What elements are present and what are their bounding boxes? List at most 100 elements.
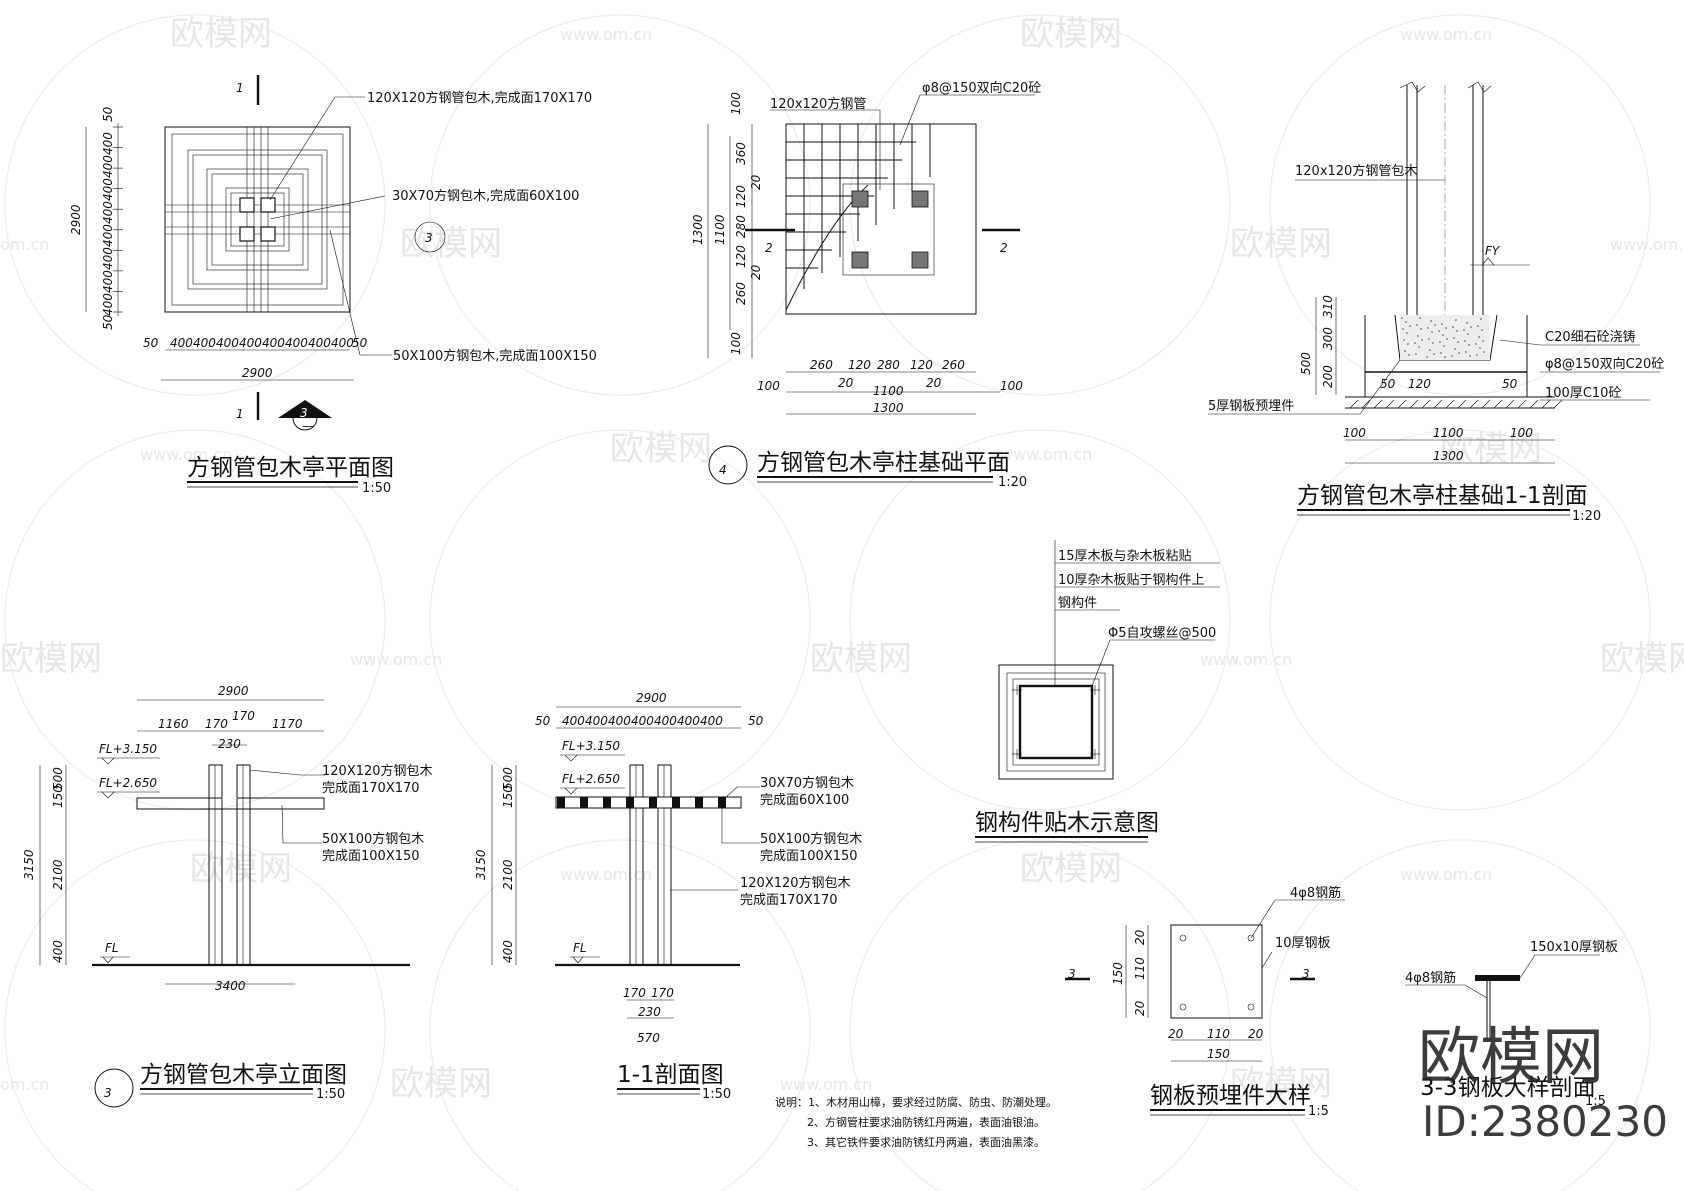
- level-ground: FL: [105, 941, 119, 955]
- label-layer-2: 10厚杂木板贴于钢构件上: [1058, 573, 1205, 588]
- svg-text:3150: 3150: [474, 849, 488, 880]
- svg-text:20: 20: [1133, 929, 1147, 945]
- svg-text:120: 120: [734, 245, 748, 268]
- label-rebar: 4φ8钢筋: [1405, 970, 1456, 986]
- svg-text:100: 100: [1510, 426, 1533, 440]
- s11-hdim-400s: 400 400 400 400 400 400 400: [562, 714, 723, 728]
- svg-text:400: 400: [501, 940, 515, 963]
- label-plate: 150x10厚钢板: [1530, 940, 1618, 955]
- label-c10: 100厚C10砼: [1545, 386, 1621, 401]
- watermark-brand: 欧模网: [1020, 14, 1122, 54]
- plate-sec-title: 3-3钢板大样剖面: [1420, 1075, 1596, 1101]
- svg-text:110: 110: [1207, 1027, 1230, 1041]
- ground-hatch: [1349, 399, 1563, 409]
- plate-section-view: 150x10厚钢板 4φ8钢筋 3-3钢板大样剖面 1:5: [1405, 940, 1618, 1109]
- watermark-brand: 欧模网: [1440, 429, 1542, 469]
- detail-marker: 3: [104, 1086, 112, 1100]
- section-mark: 1: [236, 81, 244, 95]
- svg-text:230: 230: [638, 1005, 661, 1019]
- svg-text:50: 50: [1380, 377, 1396, 391]
- svg-text:400: 400: [631, 714, 654, 728]
- watermark-site: www.om.cn: [1610, 235, 1684, 254]
- label-layer-1: 15厚木板与杂木板粘贴: [1058, 549, 1192, 564]
- svg-text:20: 20: [1248, 1027, 1264, 1041]
- section-1-1-view: FL+3.150 FL+2.650 FL 2900 50 50 400 400 …: [474, 691, 862, 1102]
- watermark-brand: 欧模网: [810, 639, 912, 679]
- plate-title: 钢板预埋件大样: [1150, 1083, 1311, 1109]
- watermark-layer: 欧模网 欧模网 www.om.cn www.om.cn 欧模网 欧模网 om.c…: [0, 14, 1684, 1191]
- dim-inner: 1100: [713, 214, 727, 245]
- svg-text:FL: FL: [573, 941, 587, 955]
- section-mark: 3: [1302, 967, 1310, 981]
- svg-text:400: 400: [101, 293, 115, 316]
- svg-text:400: 400: [101, 178, 115, 201]
- watermark-brand: 欧模网: [190, 849, 292, 889]
- svg-text:100: 100: [729, 332, 743, 355]
- svg-text:100: 100: [1343, 426, 1366, 440]
- label-post: 120X120方钢管包木,完成面170X170: [367, 90, 592, 106]
- found-plan-title: 方钢管包木亭柱基础平面: [757, 450, 1010, 476]
- svg-text:400: 400: [262, 336, 285, 350]
- section-title: 1-1剖面图: [617, 1062, 724, 1088]
- svg-text:400: 400: [101, 155, 115, 178]
- svg-text:1300: 1300: [873, 401, 904, 415]
- svg-text:400: 400: [677, 714, 700, 728]
- plan-view: 1 1 3 — 3 120X120方钢管包木,完成面170X170 30X70方…: [69, 75, 597, 496]
- svg-text:20: 20: [838, 376, 854, 390]
- plate-sec-scale: 1:5: [1585, 1094, 1606, 1109]
- foundation-plan-view: 2 2 120x120方钢管 φ8@150双向C20砼 100 360 20 1…: [691, 80, 1041, 490]
- cladding-view: 15厚木板与杂木板粘贴 10厚杂木板贴于钢构件上 钢构件 Φ5自攻螺丝@500 …: [975, 540, 1220, 843]
- svg-text:400: 400: [51, 940, 65, 963]
- label-rebar: φ8@150双向C20砼: [1545, 356, 1664, 372]
- watermark-brand: 欧模网: [1020, 849, 1122, 889]
- note-3: 3、其它铁件要求油防锈红丹两遍，表面油黑漆。: [807, 1135, 1045, 1149]
- elevation-scale: 1:50: [316, 1087, 345, 1102]
- label-layer-3: 钢构件: [1058, 596, 1097, 611]
- svg-text:400: 400: [101, 201, 115, 224]
- svg-text:500: 500: [1299, 352, 1313, 375]
- svg-text:2900: 2900: [218, 684, 249, 698]
- svg-text:280: 280: [877, 358, 900, 372]
- plan-title: 方钢管包木亭平面图: [187, 455, 394, 481]
- svg-text:120X120方钢包木: 120X120方钢包木: [740, 875, 851, 891]
- svg-text:400: 400: [193, 336, 216, 350]
- purlin-block: [603, 797, 611, 808]
- svg-text:170: 170: [651, 986, 674, 1000]
- screw-marks: [1012, 685, 1100, 759]
- rebar-grid: [785, 123, 931, 305]
- svg-text:170: 170: [205, 717, 228, 731]
- svg-text:400: 400: [585, 714, 608, 728]
- plan-vdim-400s: 400 400 400 400 400 400 400 400: [101, 132, 115, 316]
- elevation-mark: 3: [300, 406, 308, 420]
- label-plate: 10厚钢板: [1275, 936, 1331, 951]
- concrete-fill: [1401, 317, 1485, 358]
- purlin-block: [580, 797, 588, 808]
- label-beam-big: 50X100方钢包木,完成面100X150: [393, 348, 597, 364]
- label-post: 120X120方钢包木: [322, 763, 433, 779]
- section-mark: 2: [1000, 241, 1008, 255]
- watermark-brand: 欧模网: [390, 1064, 492, 1104]
- svg-text:120: 120: [848, 358, 871, 372]
- svg-text:完成面100X150: 完成面100X150: [322, 849, 420, 864]
- svg-text:170: 170: [623, 986, 646, 1000]
- svg-text:400: 400: [101, 270, 115, 293]
- watermark-site: www.om.cn: [560, 865, 652, 884]
- elevation-view: FL+3.150 FL+2.650 FL 2900 1160 170 170 1…: [22, 684, 433, 1108]
- svg-text:170: 170: [232, 709, 255, 723]
- note-2: 2、方钢管柱要求油防锈红丹两遍，表面油银油。: [807, 1115, 1045, 1129]
- fy-mark: FY: [1485, 244, 1501, 258]
- svg-text:2100: 2100: [51, 859, 65, 890]
- dim-edge: 50: [101, 314, 115, 330]
- svg-text:120: 120: [910, 358, 933, 372]
- svg-text:FL+2.650: FL+2.650: [562, 772, 620, 786]
- plan-scale: 1:50: [362, 481, 391, 496]
- elevation-title: 方钢管包木亭立面图: [140, 1062, 347, 1088]
- watermark-site: www.om.cn: [140, 445, 232, 464]
- svg-text:完成面170X170: 完成面170X170: [740, 893, 838, 908]
- svg-text:完成面60X100: 完成面60X100: [760, 793, 849, 808]
- svg-text:20: 20: [926, 376, 942, 390]
- svg-text:100: 100: [729, 92, 743, 115]
- svg-text:150: 150: [51, 785, 65, 808]
- svg-text:260: 260: [942, 358, 965, 372]
- svg-text:完成面100X150: 完成面100X150: [760, 849, 858, 864]
